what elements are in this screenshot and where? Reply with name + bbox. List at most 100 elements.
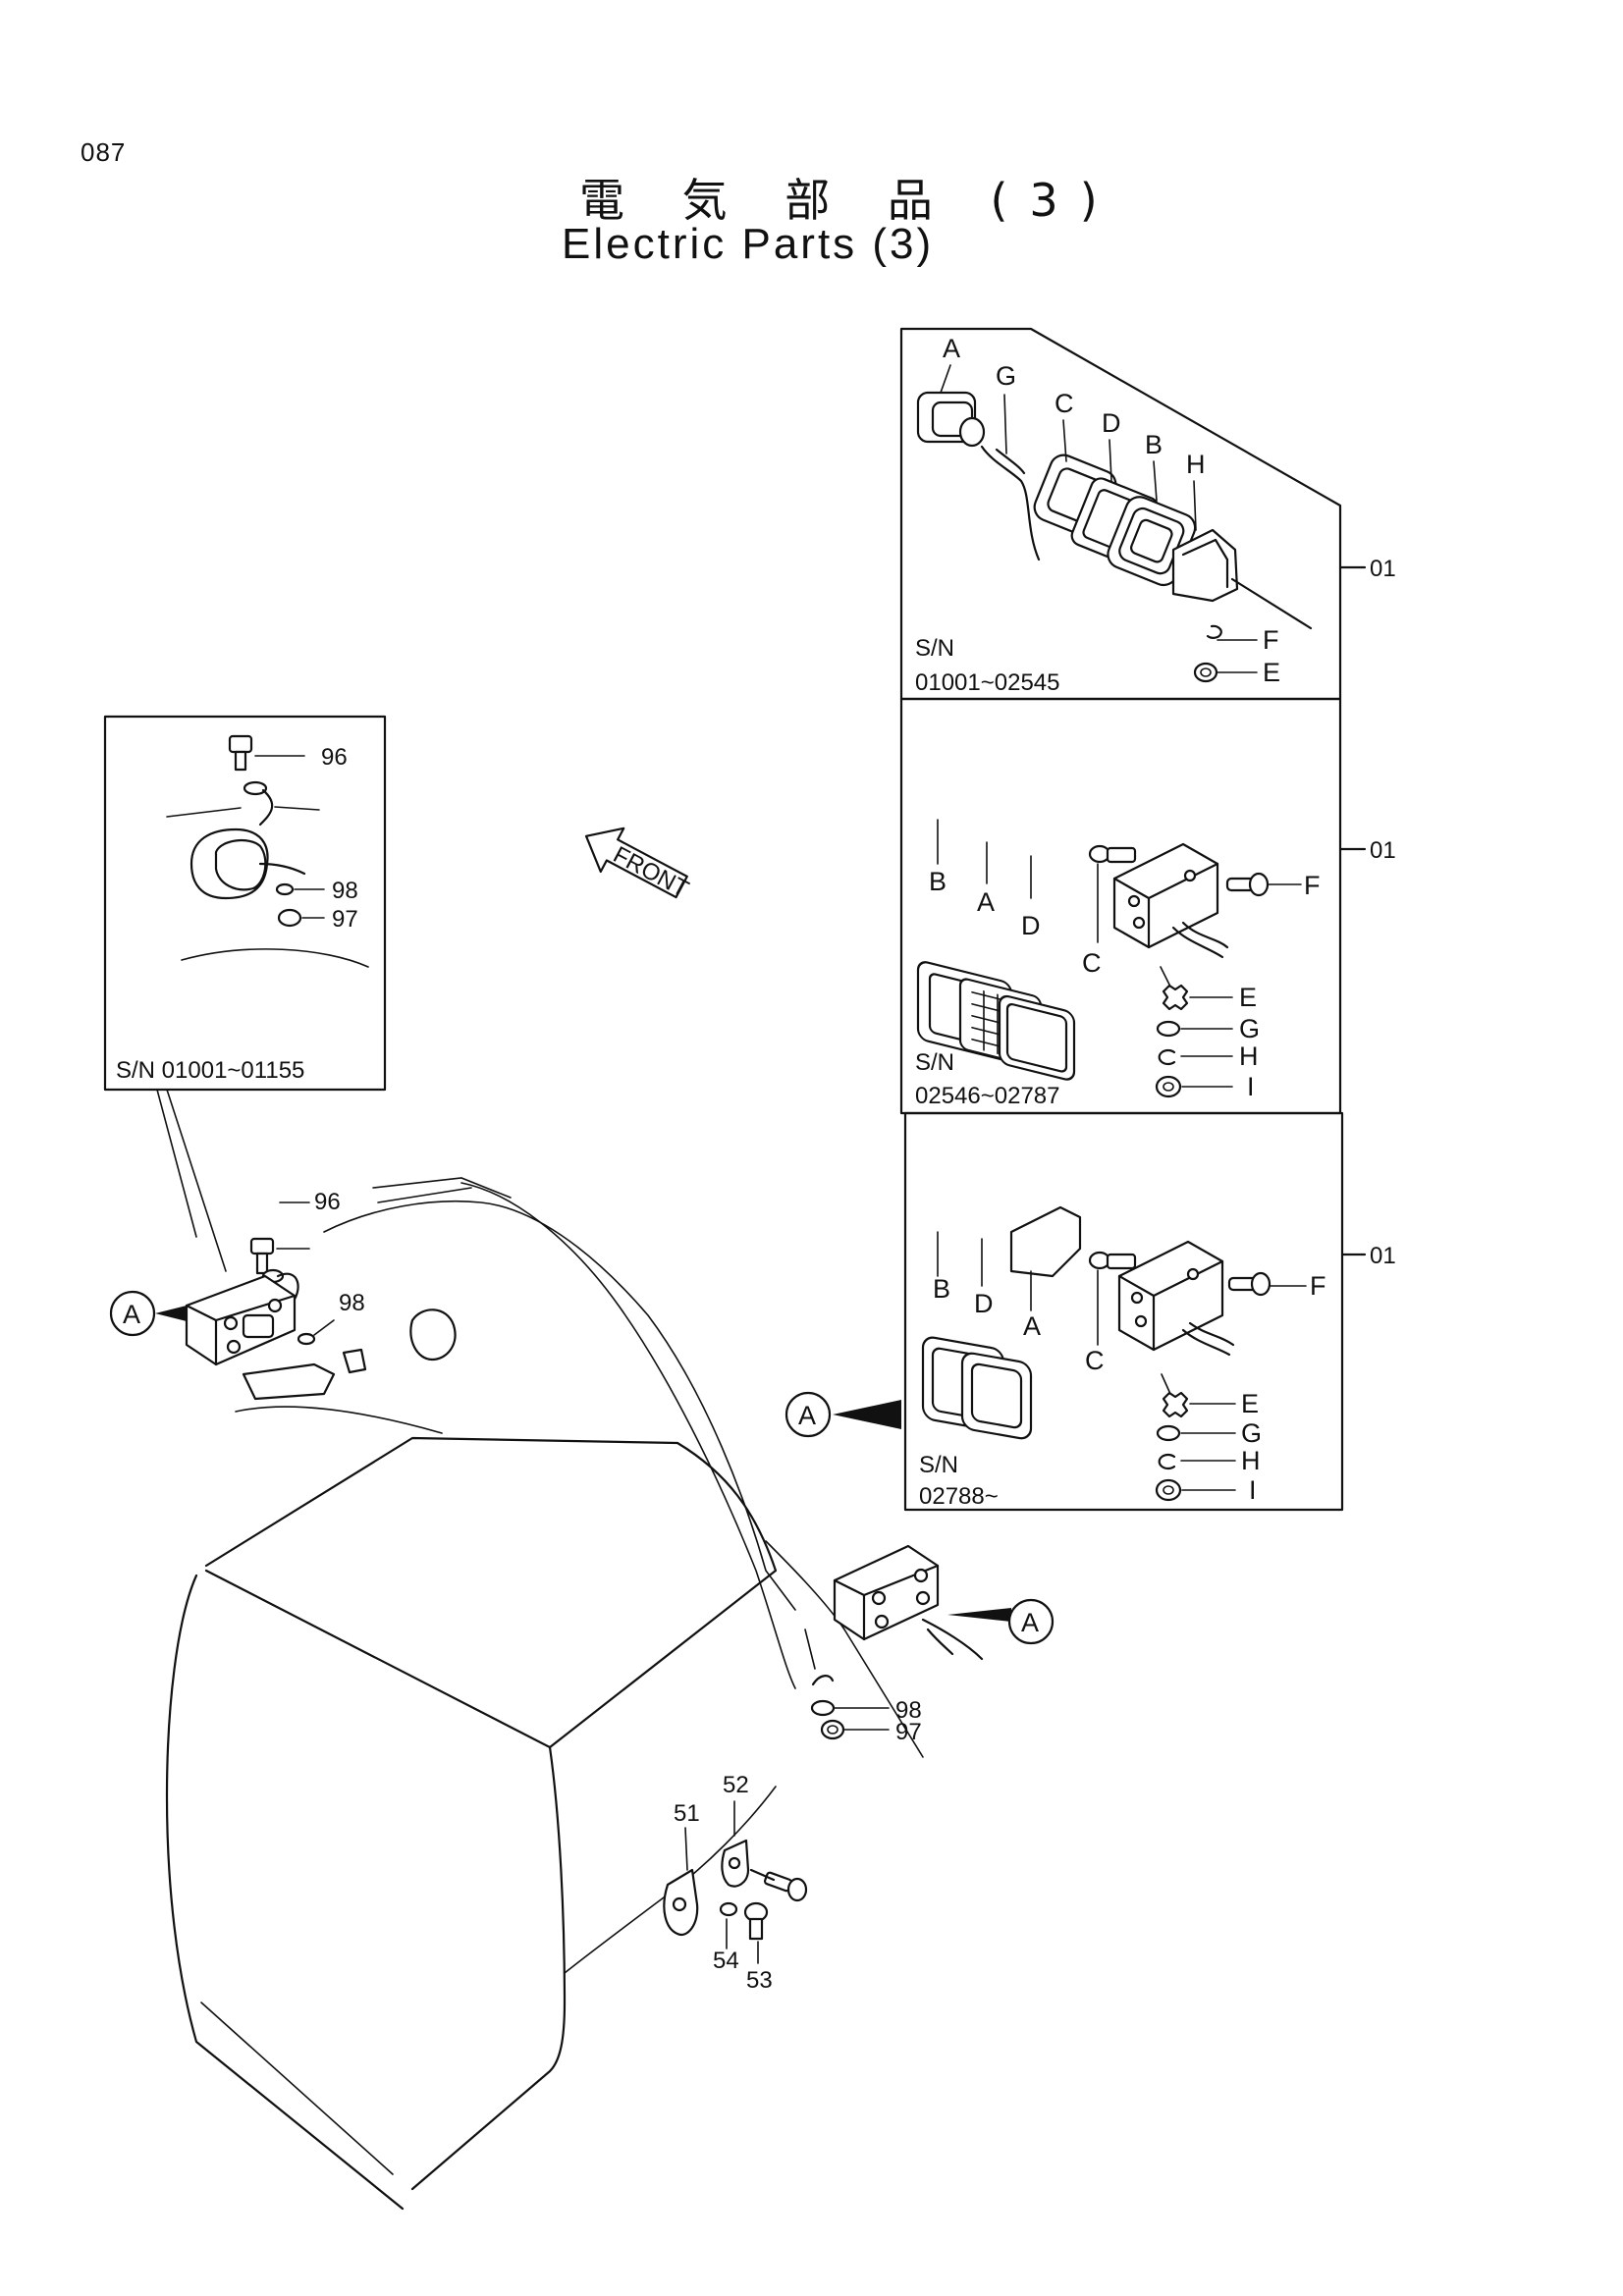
part-letter: D: [1021, 911, 1041, 940]
svg-text:A: A: [798, 1401, 816, 1430]
star-washer-icon: [1162, 1391, 1189, 1418]
front-label: FRONT: [609, 841, 693, 903]
lamp-icon: [189, 828, 269, 900]
left-work-lamp: A 96 98: [109, 1189, 365, 1366]
ref-number: 01: [1370, 837, 1396, 864]
washer-icon: [1156, 1020, 1181, 1038]
part-letter: B: [933, 1274, 950, 1304]
sn-label: S/N: [915, 635, 954, 662]
ref-number: 96: [321, 744, 348, 771]
part-letter: C: [1055, 389, 1074, 418]
sn-label: S/N: [915, 1049, 954, 1076]
ref-number: 98: [339, 1290, 365, 1316]
bulb-icon: [1088, 844, 1137, 864]
sn-range: 02546~02787: [915, 1083, 1060, 1109]
ref-number: 98: [332, 878, 358, 904]
screw-icon: [1225, 872, 1270, 897]
washer-icon: [1156, 1424, 1181, 1442]
gasket-icon: [960, 1352, 1033, 1440]
wire-icon: [1181, 1321, 1235, 1357]
ref-number: 01: [1370, 1243, 1396, 1269]
callout-letter: A: [123, 1300, 140, 1329]
part-letter: A: [977, 887, 995, 917]
callout-circle: [109, 1290, 156, 1337]
panel-3-frame: [903, 1111, 1344, 1512]
part-letter: A: [943, 334, 960, 363]
bolt-icon: [763, 1871, 808, 1902]
callout-circle: [1007, 1598, 1055, 1645]
part-letter: D: [974, 1289, 994, 1318]
callout-letter: A: [1021, 1608, 1039, 1637]
part-letter: B: [929, 867, 947, 896]
ref-number: 98: [895, 1697, 922, 1724]
washer-icon: [810, 1699, 836, 1717]
pointer-arrow-icon: [947, 1608, 1011, 1622]
sn-range: 01001~02545: [915, 669, 1060, 696]
lens-icon: [1009, 1205, 1082, 1278]
page-number: 087: [81, 137, 127, 167]
part-letter: H: [1241, 1446, 1261, 1475]
title-japanese: 電 気 部 品 (3): [579, 174, 1119, 227]
wire-icon: [1171, 921, 1229, 959]
title-english: Electric Parts (3): [562, 220, 935, 268]
panel-3: B D A C F E G H I 01 S/N 02788~: [903, 1111, 1396, 1512]
ref-number: 53: [746, 1967, 773, 1994]
part-letter: H: [1239, 1041, 1259, 1071]
part-letter: B: [1145, 430, 1163, 459]
ref-number: 54: [713, 1948, 739, 1974]
ref-number: 97: [332, 906, 358, 933]
part-letter: F: [1310, 1271, 1326, 1301]
callout-a-panel: A: [784, 1391, 901, 1438]
lamp-housing-icon: [1112, 842, 1219, 949]
part-letter: A: [1023, 1311, 1041, 1341]
washer-icon: [275, 882, 295, 896]
part-letter: E: [1239, 983, 1257, 1012]
washer-icon: [811, 1675, 835, 1686]
bracket-icon: [242, 1362, 336, 1401]
pointer-arrow-icon: [833, 1400, 901, 1429]
nut-icon: [820, 1719, 845, 1740]
sn-range: 02788~: [919, 1483, 999, 1510]
sn-label: S/N: [919, 1452, 958, 1478]
part-letter: G: [1241, 1418, 1262, 1448]
panel-1: A G C D B H F E 01 S/N 01001~02545: [899, 327, 1396, 701]
part-letter: F: [1263, 625, 1279, 655]
washer-icon: [1158, 1048, 1176, 1066]
washer-icon: [297, 1332, 316, 1346]
bolt-icon: [249, 1237, 275, 1275]
right-work-lamp: A 98 97: [810, 1544, 1055, 1745]
part-letter: E: [1263, 658, 1280, 687]
ref-number: 01: [1370, 556, 1396, 582]
washer-icon: [243, 780, 268, 796]
star-washer-icon: [1162, 984, 1189, 1011]
pointer-arrow-icon: [155, 1306, 187, 1321]
nut-icon: [1155, 1478, 1182, 1502]
part-letter: C: [1082, 948, 1102, 978]
lamp-housing-icon: [1171, 528, 1239, 603]
ref-number: 51: [674, 1800, 700, 1827]
part-letter: E: [1241, 1389, 1259, 1418]
part-letter: G: [996, 361, 1016, 391]
part-letter: C: [1085, 1346, 1105, 1375]
sn-text: S/N 01001~01155: [116, 1057, 304, 1084]
left-inset-frame: [103, 715, 387, 1092]
washer-icon: [1158, 1453, 1176, 1470]
nut-icon: [1155, 1075, 1182, 1098]
nut-icon: [277, 908, 302, 928]
front-direction-arrow: FRONT: [584, 827, 693, 903]
part-letter: G: [1239, 1014, 1260, 1043]
nut-icon: [1193, 662, 1218, 683]
part-letter: I: [1249, 1475, 1257, 1505]
lamp-housing-icon: [1117, 1240, 1224, 1352]
panel-1-frame: [899, 327, 1342, 701]
bracket-hardware: 51 52 53 54: [663, 1772, 808, 1994]
bolt-icon: [228, 734, 253, 772]
ref-number: 52: [723, 1772, 749, 1798]
ref-number: 97: [895, 1719, 922, 1745]
gasket-icon: [998, 994, 1076, 1081]
part-letter: I: [1247, 1072, 1255, 1101]
washer-icon: [719, 1901, 738, 1917]
part-letter: H: [1186, 450, 1206, 479]
